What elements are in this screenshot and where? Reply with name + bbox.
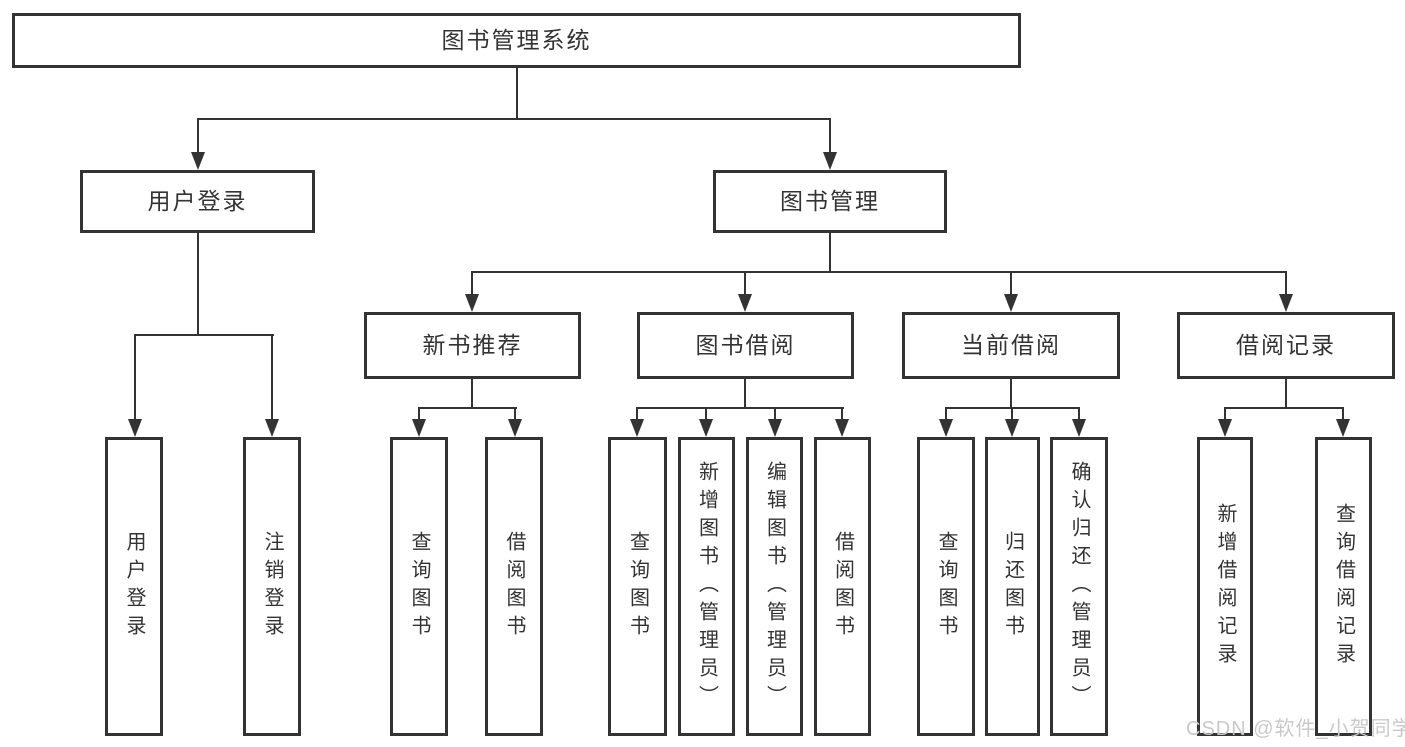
leaf-current-query-books-label: 查询图书 [935,530,957,643]
node-library-system-label: 图书管理系统 [441,27,592,53]
node-current-borrowing: 当前借阅 [902,312,1120,379]
csdn-watermark: CSDN @软件_小贺同学 [1186,718,1405,740]
node-library-system: 图书管理系统 [12,13,1021,68]
node-book-borrowing-label: 图书借阅 [695,332,796,358]
arrowhead-down [1005,419,1019,437]
arrowhead-down [1279,294,1293,312]
connector-line [1078,407,1080,421]
connector-line [945,407,947,421]
connector-line [829,118,831,154]
arrowhead-down [835,419,849,437]
arrowhead-down [1004,294,1018,312]
leaf-newbook-query-books: 查询图书 [390,437,448,736]
connector-line [271,334,273,421]
leaf-logout-login: 注销登录 [243,437,301,736]
arrowhead-down [1218,419,1232,437]
connector-line [471,379,473,409]
arrowhead-down [1072,419,1086,437]
connector-line [197,233,199,336]
arrowhead-down [191,152,205,170]
node-user-login-label: 用户登录 [147,188,248,214]
leaf-records-query-record-label: 查询借阅记录 [1332,502,1355,671]
arrowhead-down [939,419,953,437]
connector-line [418,407,517,409]
connector-line [1285,271,1287,297]
connector-line [197,118,199,154]
node-user-login: 用户登录 [80,170,315,233]
leaf-borrow-query-books-label: 查询图书 [626,530,649,643]
connector-line [1224,407,1344,409]
arrowhead-down [128,419,142,437]
arrowhead-down [738,294,752,312]
connector-line [841,407,843,421]
leaf-records-add-record: 新增借阅记录 [1197,437,1253,736]
leaf-newbook-query-books-label: 查询图书 [408,530,430,643]
node-borrowing-records: 借阅记录 [1177,312,1395,379]
arrowhead-down [768,419,782,437]
connector-line [636,407,638,421]
leaf-borrow-add-books-admin-label: 新增图书（管理员） [695,460,718,713]
connector-line [1010,271,1012,297]
arrowhead-down [465,294,479,312]
node-book-borrowing: 图书借阅 [637,312,854,379]
arrowhead-down [1336,419,1350,437]
connector-line [418,407,420,421]
leaf-newbook-borrow-books: 借阅图书 [485,437,543,736]
node-borrowing-records-label: 借阅记录 [1236,332,1336,358]
leaf-borrow-borrow-books: 借阅图书 [814,437,871,736]
leaf-logout-login-label: 注销登录 [261,530,283,643]
leaf-current-return-books: 归还图书 [985,437,1040,736]
arrowhead-down [823,152,837,170]
leaf-current-confirm-return-admin-label: 确认归还（管理员） [1068,460,1090,713]
leaf-current-return-books-label: 归还图书 [1001,530,1024,643]
connector-line [1010,379,1012,409]
connector-line [1342,407,1344,421]
arrowhead-down [508,419,522,437]
leaf-user-login: 用户登录 [105,437,163,736]
leaf-borrow-edit-books-admin-label: 编辑图书（管理员） [763,460,786,713]
leaf-newbook-borrow-books-label: 借阅图书 [503,530,525,643]
connector-line [829,233,831,273]
connector-line [705,407,707,421]
leaf-current-query-books: 查询图书 [917,437,975,736]
connector-line [197,118,831,120]
leaf-borrow-query-books: 查询图书 [608,437,667,736]
connector-line [1224,407,1226,421]
connector-line [471,271,473,297]
node-current-borrowing-label: 当前借阅 [961,332,1061,358]
connector-line [514,407,516,421]
leaf-current-confirm-return-admin: 确认归还（管理员） [1050,437,1108,736]
leaf-borrow-add-books-admin: 新增图书（管理员） [678,437,735,736]
connector-line [1011,407,1013,421]
connector-line [1285,379,1287,409]
arrowhead-down [412,419,426,437]
connector-line [471,271,1287,273]
connector-line [134,334,274,336]
leaf-borrow-edit-books-admin: 编辑图书（管理员） [746,437,803,736]
connector-line [744,379,746,409]
node-book-management: 图书管理 [713,170,947,233]
node-book-management-label: 图书管理 [780,188,880,214]
node-new-book-recommend-label: 新书推荐 [422,332,523,358]
connector-line [774,407,776,421]
arrowhead-down [630,419,644,437]
leaf-user-login-label: 用户登录 [123,530,145,643]
connector-line [636,407,844,409]
connector-line [744,271,746,297]
connector-line [134,334,136,421]
arrowhead-down [265,419,279,437]
leaf-records-add-record-label: 新增借阅记录 [1214,502,1236,671]
arrowhead-down [699,419,713,437]
leaf-borrow-borrow-books-label: 借阅图书 [831,530,854,643]
leaf-records-query-record: 查询借阅记录 [1315,437,1372,736]
connector-line [516,68,518,120]
node-new-book-recommend: 新书推荐 [364,312,581,379]
